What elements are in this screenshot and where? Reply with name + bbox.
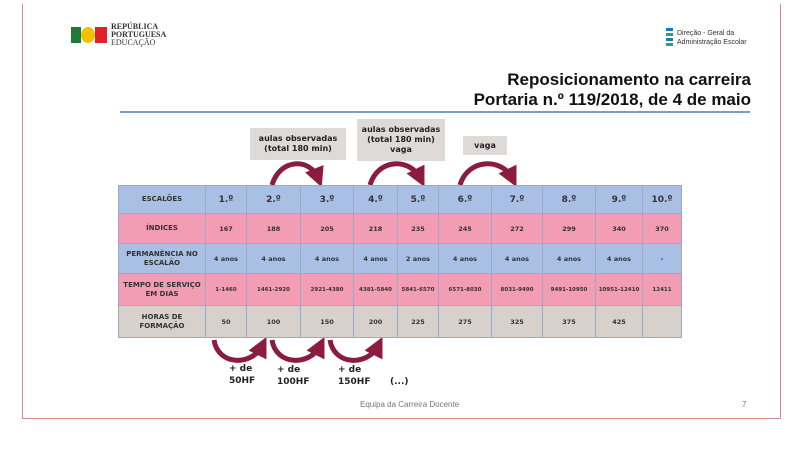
logo-line: REPÚBLICA (111, 22, 159, 31)
logo-line: PORTUGUESA (111, 30, 167, 39)
table-cell: 50 (205, 305, 247, 338)
table-cell: 167 (205, 213, 247, 244)
table-row-indices: ÍNDICES 167 188 205 218 235 245 272 299 … (118, 213, 682, 244)
table-cell: 10.º (642, 185, 682, 214)
table-cell: 8.º (542, 185, 596, 214)
callout-aulas-observadas: aulas observadas (total 180 min) (250, 128, 346, 160)
table-cell: 272 (491, 213, 543, 244)
logo-line: Administração Escolar (677, 39, 747, 46)
dgae-icon (666, 28, 673, 48)
table-row-permanencia: PERMANÊNCIA NO ESCALÃO 4 anos 4 anos 4 a… (118, 243, 682, 274)
table-cell: 205 (300, 213, 354, 244)
arrow-icon (327, 337, 383, 363)
table-cell: 4 anos (595, 243, 643, 274)
row-header: PERMANÊNCIA NO ESCALÃO (118, 243, 206, 274)
table-cell: 4 anos (353, 243, 398, 274)
table-cell: 4 anos (205, 243, 247, 274)
table-cell: 370 (642, 213, 682, 244)
table-cell: 225 (397, 305, 439, 338)
table-cell: 4 anos (246, 243, 301, 274)
table-cell: 100 (246, 305, 301, 338)
table-cell: 4 anos (491, 243, 543, 274)
table-cell: 1-1460 (205, 273, 247, 306)
arrow-icon (269, 161, 324, 188)
dgae-logo: Direção - Geral da Administração Escolar (666, 28, 747, 48)
divider (120, 111, 750, 113)
callout-line: + de (277, 365, 301, 375)
row-header: TEMPO DE SERVIÇO EM DIAS (118, 273, 206, 306)
logo-line: EDUCAÇÃO (111, 38, 156, 47)
callout-150hf: + de 150HF (338, 364, 370, 388)
table-cell: 5841-6570 (397, 273, 439, 306)
callout-line: + de (229, 364, 253, 374)
row-header: HORAS DE FORMAÇÃO (118, 305, 206, 338)
slide-frame (22, 4, 781, 419)
table-row-escaloes: ESCALÕES 1.º 2.º 3.º 4.º 5.º 6.º 7.º 8.º… (118, 185, 682, 214)
table-cell: 1461-2920 (246, 273, 301, 306)
table-cell: 6.º (438, 185, 492, 214)
table-cell: 4 anos (438, 243, 492, 274)
arrow-icon (457, 161, 517, 187)
table-cell: 2921-4380 (300, 273, 354, 306)
table-cell: 235 (397, 213, 439, 244)
table-cell: 5.º (397, 185, 439, 214)
table-cell: 375 (542, 305, 596, 338)
table-cell: 218 (353, 213, 398, 244)
logo-line: Direção - Geral da (677, 30, 735, 37)
table-cell: 200 (353, 305, 398, 338)
table-cell: 325 (491, 305, 543, 338)
callout-line: + de (338, 365, 362, 375)
table-cell: 4381-5840 (353, 273, 398, 306)
table-cell: 425 (595, 305, 643, 338)
callout-aulas-observadas-vaga: aulas observadas (total 180 min) vaga (357, 119, 445, 161)
table-row-horas-formacao: HORAS DE FORMAÇÃO 50 100 150 200 225 275… (118, 305, 682, 338)
page-number: 7 (742, 400, 747, 409)
table-cell: 2.º (246, 185, 301, 214)
callout-50hf: + de 50HF (229, 363, 255, 387)
row-header: ÍNDICES (118, 213, 206, 244)
table-cell: 3.º (300, 185, 354, 214)
table-cell: 4 anos (300, 243, 354, 274)
page-title: Reposicionamento na carreira (507, 70, 751, 89)
arrow-icon (367, 161, 425, 187)
table-cell: 7.º (491, 185, 543, 214)
callout-100hf: + de 100HF (277, 364, 309, 388)
republica-logo: REPÚBLICA PORTUGUESA EDUCAÇÃO (71, 23, 166, 47)
table-cell: 340 (595, 213, 643, 244)
table-cell: 245 (438, 213, 492, 244)
callout-line: 150HF (338, 377, 371, 387)
callout-line: 100HF (277, 377, 310, 387)
table-row-tempo-servico: TEMPO DE SERVIÇO EM DIAS 1-1460 1461-292… (118, 273, 682, 306)
table-cell: 2 anos (397, 243, 439, 274)
table-cell: 150 (300, 305, 354, 338)
page-subtitle: Portaria n.º 119/2018, de 4 de maio (473, 90, 751, 109)
table-cell: 299 (542, 213, 596, 244)
ellipsis-label: (...) (390, 377, 409, 387)
table-cell: 8031-9490 (491, 273, 543, 306)
callout-vaga: vaga (463, 136, 507, 155)
row-header: ESCALÕES (118, 185, 206, 214)
table-cell: 12411 (642, 273, 682, 306)
table-cell (642, 305, 682, 338)
table-cell: 188 (246, 213, 301, 244)
table-cell: 4 anos (542, 243, 596, 274)
table-cell: 6571-8030 (438, 273, 492, 306)
footer-text: Equipa da Carreira Docente (360, 400, 460, 409)
table-cell: 4.º (353, 185, 398, 214)
table-cell: 10951-12410 (595, 273, 643, 306)
flag-icon (71, 27, 107, 43)
callout-line: 50HF (229, 376, 256, 386)
table-cell: 9491-10950 (542, 273, 596, 306)
table-cell: 9.º (595, 185, 643, 214)
table-cell: - (642, 243, 682, 274)
table-cell: 1.º (205, 185, 247, 214)
arrow-icon (269, 337, 325, 363)
career-table: ESCALÕES 1.º 2.º 3.º 4.º 5.º 6.º 7.º 8.º… (118, 185, 682, 338)
table-cell: 275 (438, 305, 492, 338)
arrow-icon (211, 337, 267, 363)
